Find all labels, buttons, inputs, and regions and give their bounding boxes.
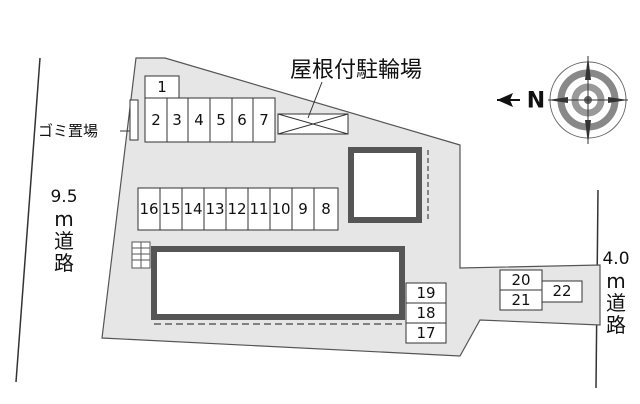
space-number: 5 — [216, 111, 226, 129]
road-char: 路 — [606, 313, 626, 337]
space-number: 22 — [552, 282, 571, 300]
road-unit: m — [54, 207, 74, 231]
garbage-label: ゴミ置場 — [38, 122, 99, 140]
space-number: 13 — [205, 200, 224, 218]
bike-parking-leader — [307, 81, 323, 119]
parking-column-right: 19 18 17 — [405, 282, 447, 344]
parking-row-top: 2 3 4 5 6 7 — [144, 97, 276, 143]
space-number: 4 — [194, 111, 204, 129]
main-building — [151, 246, 405, 320]
stairs-icon — [131, 241, 151, 269]
garbage-area — [129, 99, 139, 141]
space-number: 3 — [172, 111, 182, 129]
space-number: 9 — [298, 200, 308, 218]
road-char: 路 — [54, 251, 74, 275]
small-building — [348, 147, 422, 223]
parking-row-middle: 16 15 14 13 12 11 10 9 8 — [137, 187, 339, 231]
space-number: 16 — [139, 200, 158, 218]
parking-group-far-right: 20 21 22 — [499, 269, 583, 311]
space-number: 7 — [259, 111, 269, 129]
north-label: N — [527, 89, 545, 114]
space-number: 19 — [416, 284, 435, 302]
space-number: 2 — [151, 111, 161, 129]
road-char: 道 — [606, 291, 626, 315]
space-number: 11 — [249, 200, 268, 218]
left-road-edge — [15, 57, 41, 383]
road-unit: m — [606, 269, 626, 293]
space-number: 12 — [227, 200, 246, 218]
left-road-label: 9.5 m 道 路 — [50, 186, 77, 275]
bike-parking-label: 屋根付駐輪場 — [290, 58, 423, 83]
space-number: 17 — [416, 324, 435, 342]
space-number: 15 — [161, 200, 180, 218]
road-width: 9.5 — [50, 187, 78, 207]
compass-rose-icon — [548, 56, 628, 144]
right-road-label: 4.0 m 道 路 — [602, 248, 629, 337]
space-number: 8 — [321, 200, 331, 218]
space-number: 10 — [271, 200, 290, 218]
space-number: 14 — [183, 200, 202, 218]
space-number: 6 — [237, 111, 247, 129]
space-number: 21 — [511, 291, 530, 309]
road-width: 4.0 — [602, 249, 630, 269]
road-char: 道 — [54, 229, 74, 253]
space-number: 20 — [511, 271, 530, 289]
space-number: 1 — [157, 78, 167, 96]
space-number: 18 — [416, 304, 435, 322]
